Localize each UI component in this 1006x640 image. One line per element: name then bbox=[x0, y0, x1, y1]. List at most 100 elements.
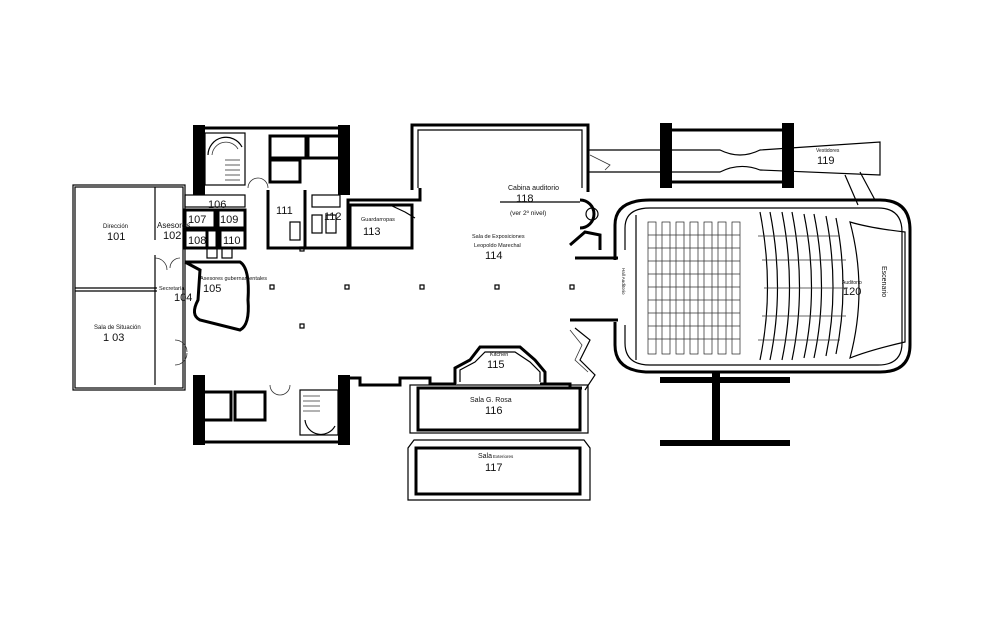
room-109-number: 109 bbox=[220, 214, 238, 226]
room-116-number: 116 bbox=[485, 405, 503, 417]
door-swing bbox=[169, 257, 181, 269]
aud-column bbox=[660, 123, 672, 188]
cubicle bbox=[325, 214, 337, 234]
cubicle bbox=[311, 214, 323, 234]
room-113-number: 113 bbox=[363, 226, 381, 238]
aud-column bbox=[782, 123, 794, 188]
room-117-inner bbox=[414, 446, 582, 496]
door-swing bbox=[174, 352, 188, 366]
south-stair-core bbox=[193, 375, 350, 445]
auditorium-shell bbox=[613, 198, 912, 374]
office-outer-wall bbox=[72, 184, 186, 391]
room-102-number: 102 bbox=[163, 230, 181, 242]
double-door bbox=[247, 177, 269, 189]
room-103-name: Sala de Situación bbox=[94, 325, 141, 331]
stair-curve bbox=[211, 141, 239, 156]
room-105-outline bbox=[184, 260, 250, 332]
corridor-detail bbox=[589, 154, 611, 171]
counter bbox=[389, 204, 416, 219]
exhibition-hall bbox=[269, 123, 618, 391]
room-116-outer bbox=[409, 384, 589, 434]
hall-columns bbox=[269, 246, 575, 329]
room-111-number: 111 bbox=[276, 205, 293, 217]
stair-curve bbox=[207, 136, 243, 156]
small-rooms bbox=[183, 194, 250, 332]
rooms-111-112-wall bbox=[266, 188, 422, 250]
hall-north-inner bbox=[417, 129, 583, 188]
room-107-outline bbox=[183, 208, 217, 230]
cubicle bbox=[289, 221, 301, 241]
column bbox=[193, 125, 205, 195]
cubicle-outline bbox=[221, 247, 233, 259]
cubicle-outline bbox=[206, 247, 218, 259]
hall-south-wall bbox=[345, 376, 456, 387]
door-swing bbox=[154, 257, 168, 271]
room-115-name: Kitchen bbox=[490, 352, 508, 358]
room-114-name-line2: Leopoldo Marechal bbox=[474, 243, 521, 249]
room-labels: Dirección 101 Asesores 102 Sala de Situa… bbox=[94, 148, 887, 474]
office-block bbox=[72, 184, 188, 391]
sink bbox=[311, 194, 341, 208]
aud-south-beam bbox=[660, 377, 790, 383]
north-stair-core bbox=[193, 125, 350, 195]
room-106-number: 106 bbox=[208, 199, 226, 211]
room-113-name: Guardarropas bbox=[361, 217, 395, 223]
cabin-curve bbox=[579, 198, 596, 230]
toilet-south bbox=[201, 390, 233, 422]
seating-block-right bbox=[758, 211, 848, 361]
toilet-north bbox=[268, 134, 308, 160]
room-120-number: 120 bbox=[843, 286, 861, 298]
auditorium-shell-inner bbox=[624, 207, 903, 366]
room-117-name: Sala bbox=[478, 453, 492, 460]
ramp-stair bbox=[574, 327, 596, 391]
cabin-column bbox=[585, 207, 599, 221]
room-117-number: 117 bbox=[485, 462, 503, 474]
room-115-number: 115 bbox=[487, 359, 505, 371]
column bbox=[338, 375, 350, 445]
room-109-outline bbox=[216, 208, 247, 230]
aud-south-beam-2 bbox=[660, 440, 790, 446]
seating-block-left bbox=[647, 221, 741, 355]
room-116-inner bbox=[416, 386, 582, 432]
room-118-number: 118 bbox=[516, 193, 534, 205]
room-114-name-line1: Sala de Exposiciones bbox=[472, 234, 525, 240]
room-108-number: 108 bbox=[188, 235, 206, 247]
room-118-name: Cabina auditorio bbox=[508, 185, 559, 192]
stair-treads-south bbox=[303, 395, 320, 412]
room-119-number: 119 bbox=[817, 155, 835, 167]
room-119-name: Vestidores bbox=[816, 148, 840, 154]
toilet-north-2 bbox=[268, 158, 302, 184]
stair-box-south bbox=[299, 389, 339, 436]
stair-curve-south bbox=[304, 419, 336, 435]
room-101-number: 101 bbox=[107, 231, 125, 243]
double-door-south bbox=[269, 384, 291, 396]
room-104-number: 104 bbox=[174, 292, 192, 304]
auditorium bbox=[587, 123, 912, 446]
room-104-name: Secretaría bbox=[159, 286, 185, 292]
service-rooms bbox=[266, 188, 422, 250]
stair-box bbox=[204, 132, 246, 186]
room-115-inner bbox=[459, 351, 541, 382]
room-102-name: Asesores bbox=[157, 221, 190, 230]
ramp-stair-inner bbox=[569, 329, 589, 373]
room-114-number: 114 bbox=[485, 250, 503, 262]
room-117-outer bbox=[407, 439, 591, 501]
door-swing bbox=[174, 339, 188, 353]
room-118-note: (ver 2º nivel) bbox=[510, 210, 546, 217]
foyer-label: Hall Auditorio bbox=[621, 268, 626, 295]
room-113-outline bbox=[348, 203, 414, 250]
room-110-number: 110 bbox=[223, 235, 241, 247]
room-116-name: Sala G. Rosa bbox=[470, 397, 512, 404]
stair-treads bbox=[225, 159, 240, 181]
cabin-wall bbox=[569, 230, 602, 250]
room-119-outline bbox=[587, 141, 881, 176]
aud-post bbox=[712, 372, 720, 440]
room-120-name: Auditorio bbox=[842, 280, 862, 286]
room-112-number: 112 bbox=[324, 211, 342, 223]
stage-edge bbox=[849, 221, 906, 360]
room-115-outline bbox=[453, 345, 547, 384]
toilet-south-2 bbox=[233, 390, 267, 422]
room-103-number: 1 03 bbox=[103, 332, 124, 344]
